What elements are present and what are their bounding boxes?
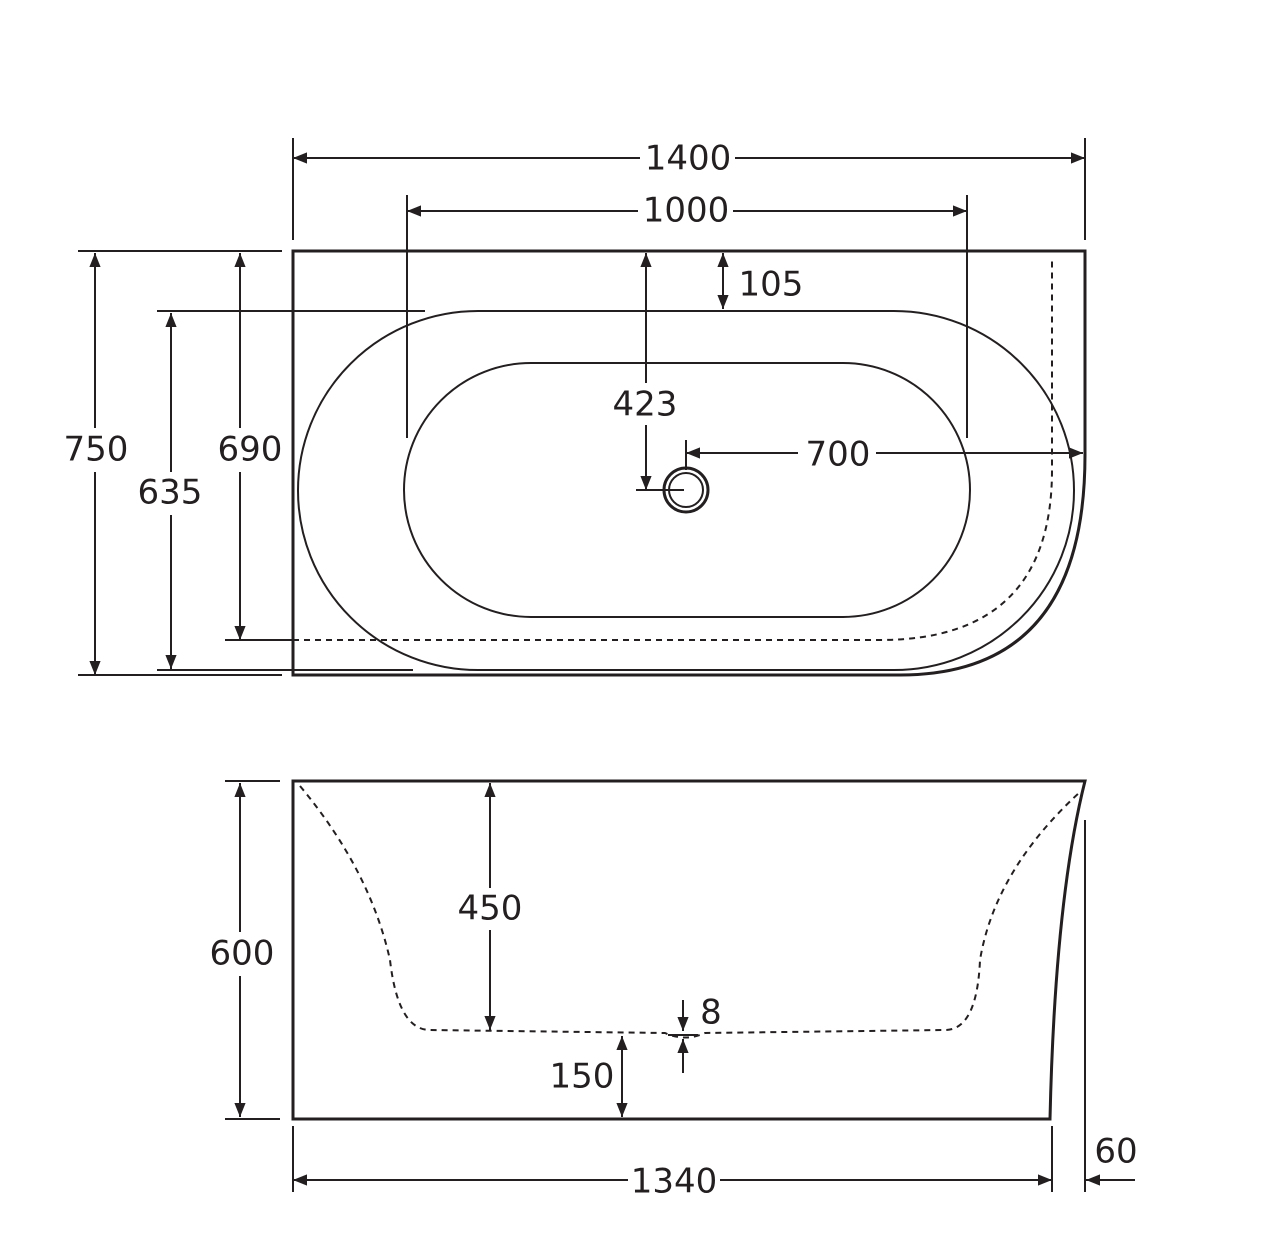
dim-height: 600 <box>210 934 275 974</box>
rim-oval <box>297 310 1075 671</box>
inner-profile-dashed <box>299 785 1081 1039</box>
dim-depth: 450 <box>458 889 523 929</box>
bath-outline-plan <box>291 249 1087 677</box>
dim-base-length: 1340 <box>631 1162 718 1202</box>
side-view: 450 600 150 8 1340 60 <box>210 779 1138 1202</box>
dim-inner-length: 1000 <box>643 191 730 231</box>
bath-outline-side <box>291 779 1087 1121</box>
dim-waste-to-end: 700 <box>806 435 871 475</box>
dim-end-offset: 60 <box>1094 1132 1137 1172</box>
dim-back-to-waste: 423 <box>613 385 678 425</box>
dim-fall: 8 <box>700 993 722 1033</box>
bowl-oval <box>403 362 971 618</box>
dim-rim-to-bowl: 105 <box>739 265 804 305</box>
plan-view: 1400 1000 105 423 700 750 690 <box>64 138 1087 677</box>
dim-overall-length: 1400 <box>645 139 732 179</box>
dim-width-to-skirt: 690 <box>218 430 283 470</box>
dim-overall-width: 750 <box>64 430 129 470</box>
skirt-dashed-line <box>293 258 1053 641</box>
dim-bowl-width: 635 <box>138 473 203 513</box>
dim-waste-height: 150 <box>550 1057 615 1097</box>
